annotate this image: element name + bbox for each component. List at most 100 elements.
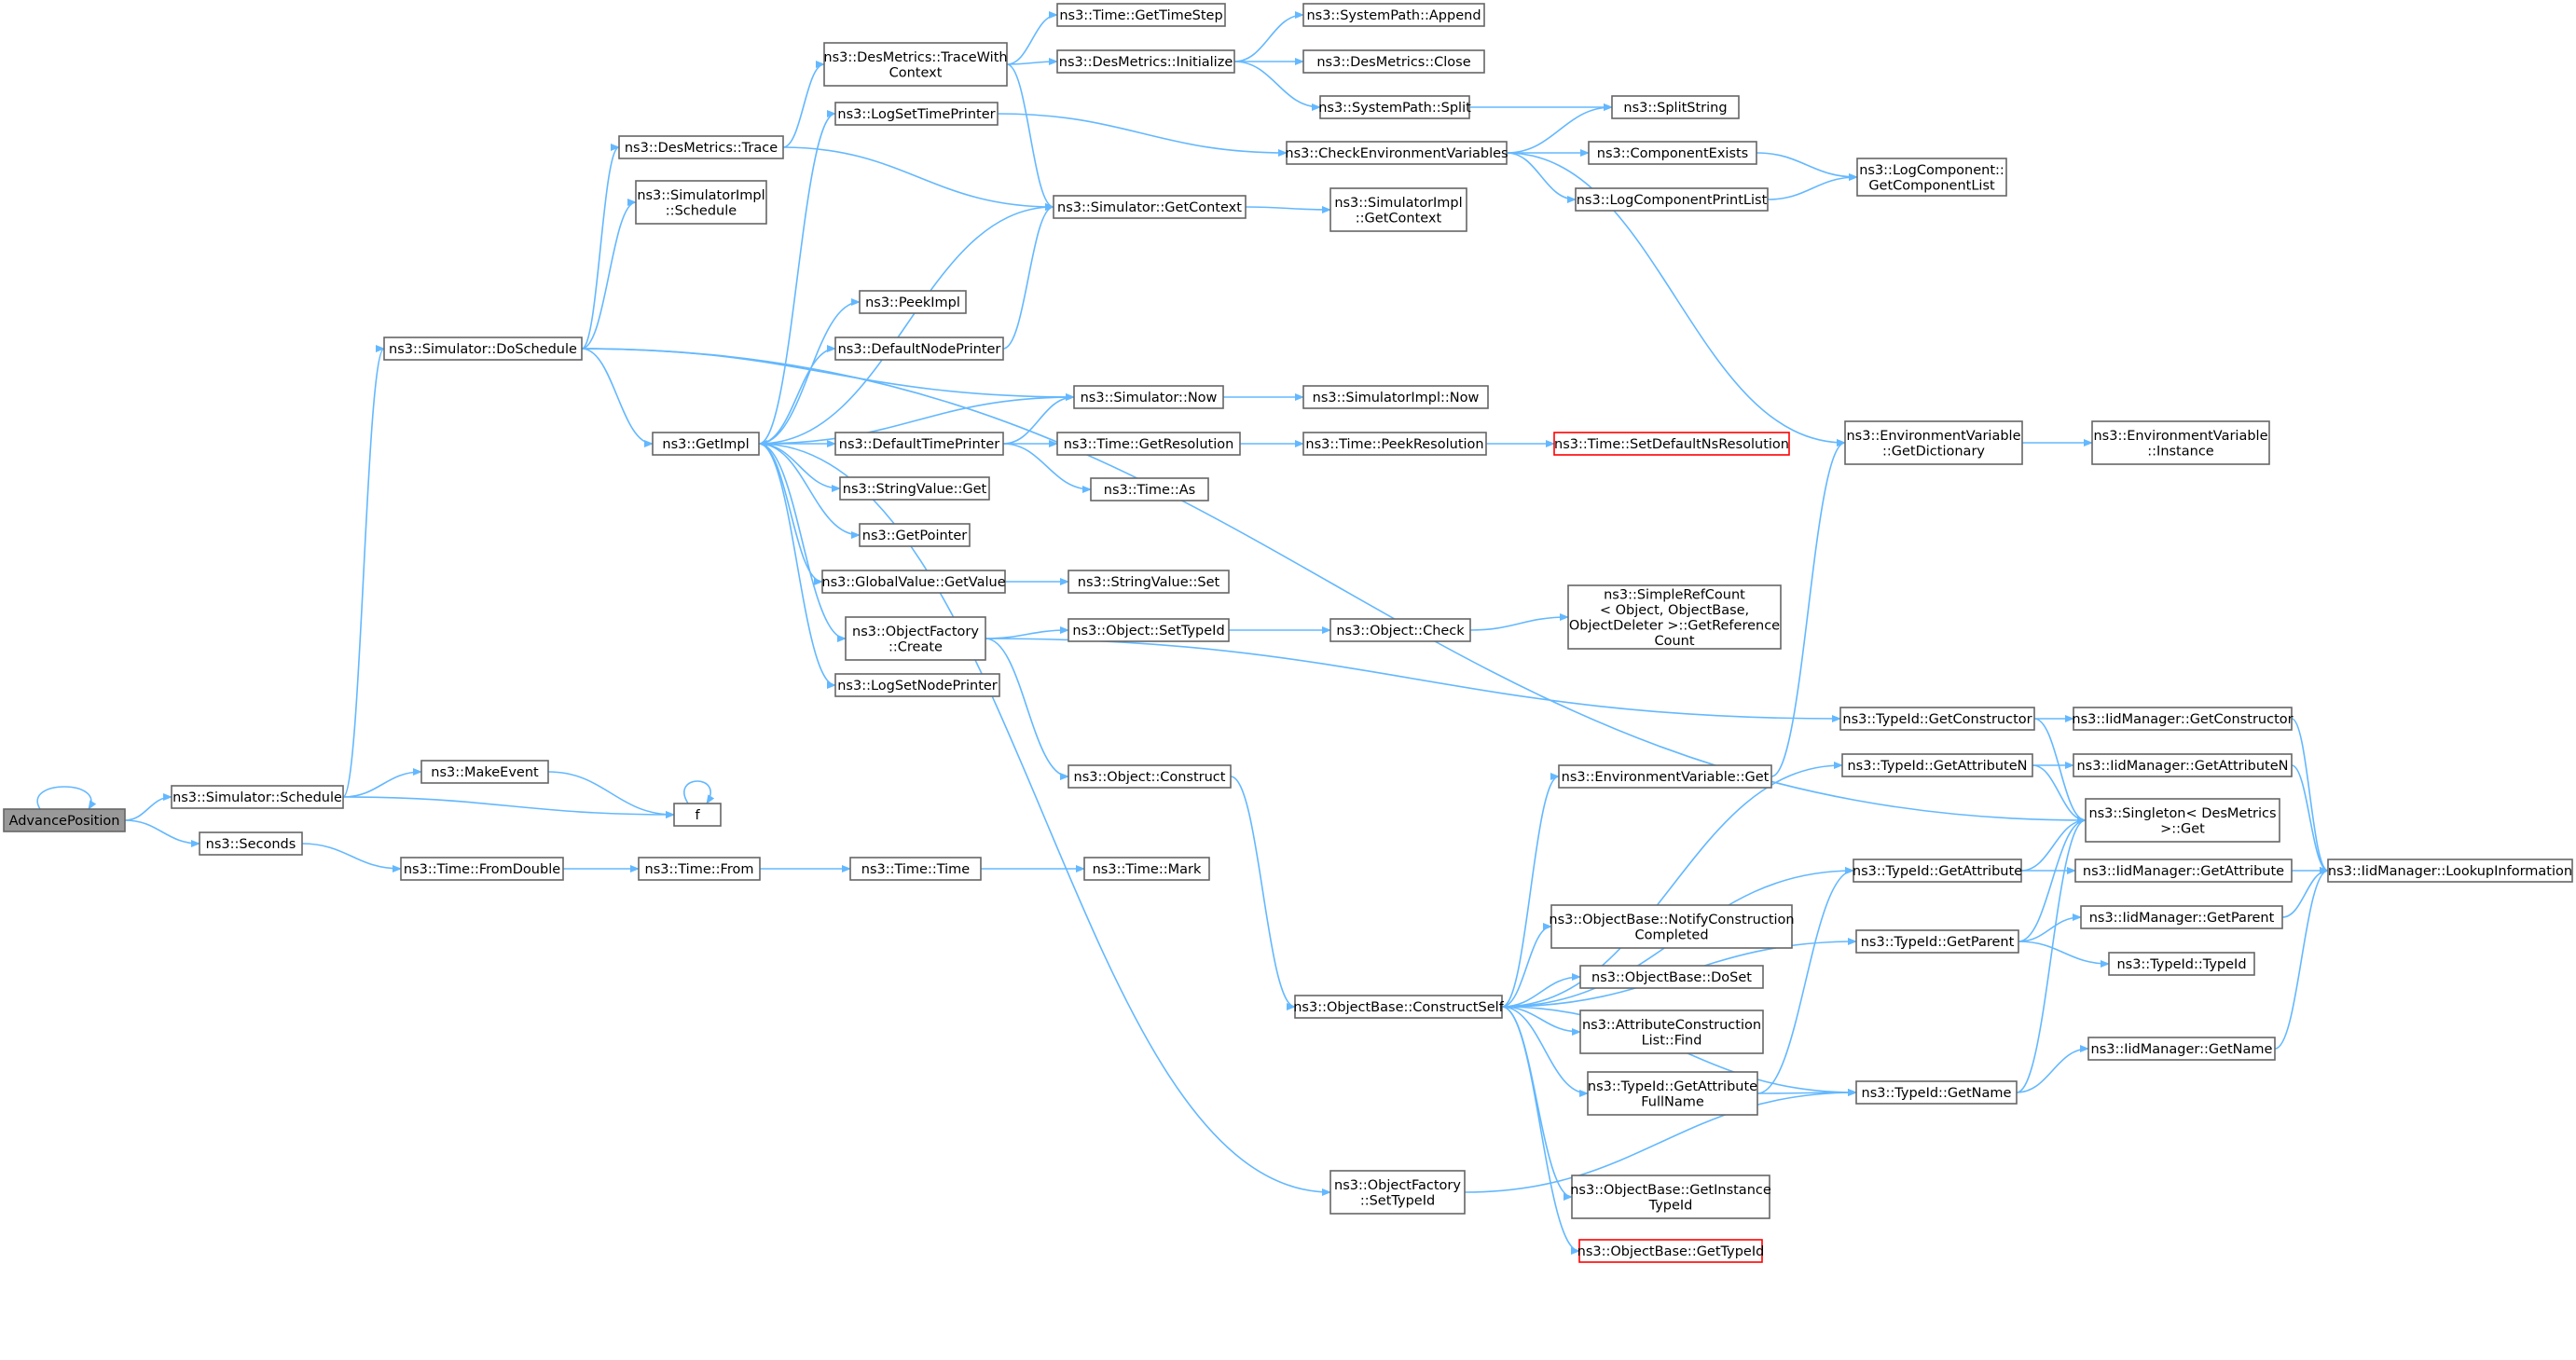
node-do-set[interactable]: ns3::ObjectBase::DoSet: [1579, 965, 1764, 989]
node-split-string[interactable]: ns3::SplitString: [1611, 95, 1740, 119]
node-des-trace[interactable]: ns3::DesMetrics::Trace: [618, 135, 784, 159]
node-schedule[interactable]: ns3::Simulator::Schedule: [171, 785, 344, 809]
node-label: Count: [1654, 634, 1694, 649]
edge-get-impl-to-object-factory-create: [758, 443, 847, 642]
node-label: ns3::ObjectFactory: [852, 625, 979, 639]
node-get-time-step[interactable]: ns3::Time::GetTimeStep: [1056, 3, 1226, 27]
node-simple-ref-count[interactable]: ns3::SimpleRefCount< Object, ObjectBase,…: [1567, 584, 1782, 650]
node-time-time[interactable]: ns3::Time::Time: [849, 857, 982, 881]
node-f[interactable]: f: [673, 803, 722, 827]
node-type-id-type-id[interactable]: ns3::TypeId::TypeId: [2108, 952, 2255, 976]
node-box: [1302, 385, 1489, 409]
node-label: ns3::Simulator::DoSchedule: [389, 342, 577, 357]
node-type-id-get-name[interactable]: ns3::TypeId::GetName: [1855, 1080, 2018, 1105]
node-box: [1090, 477, 1209, 501]
node-box: [823, 42, 1008, 87]
node-object-check[interactable]: ns3::Object::Check: [1329, 618, 1471, 642]
node-object-factory-set-type-id[interactable]: ns3::ObjectFactory::SetTypeId: [1329, 1170, 1466, 1215]
node-construct-self[interactable]: ns3::ObjectBase::ConstructSelf: [1293, 995, 1505, 1019]
edge-get-impl-to-log-set-node-printer: [758, 443, 836, 689]
node-object-factory-create[interactable]: ns3::ObjectFactory::Create: [845, 616, 986, 661]
node-string-value-set[interactable]: ns3::StringValue::Set: [1068, 570, 1230, 594]
node-set-default-ns-resolution[interactable]: ns3::Time::SetDefaultNsResolution: [1553, 432, 1790, 456]
node-log-set-time-printer[interactable]: ns3::LogSetTimePrinter: [834, 102, 999, 126]
node-label: ns3::GetImpl: [662, 437, 749, 452]
node-sim-now[interactable]: ns3::Simulator::Now: [1073, 385, 1224, 409]
node-env-var-instance[interactable]: ns3::EnvironmentVariable::Instance: [2091, 420, 2270, 465]
node-default-time-printer[interactable]: ns3::DefaultTimePrinter: [834, 432, 1004, 456]
node-label: ns3::GlobalValue::GetValue: [821, 575, 1005, 590]
node-label: ns3::ObjectBase::ConstructSelf: [1293, 1000, 1504, 1015]
node-global-value-get-value[interactable]: ns3::GlobalValue::GetValue: [821, 570, 1006, 594]
node-system-path-split[interactable]: ns3::SystemPath::Split: [1318, 95, 1471, 119]
node-time-mark[interactable]: ns3::Time::Mark: [1083, 857, 1210, 881]
node-singleton-get[interactable]: ns3::Singleton< DesMetrics>::Get: [2085, 798, 2280, 843]
node-log-set-node-printer[interactable]: ns3::LogSetNodePrinter: [834, 673, 1000, 697]
node-des-close[interactable]: ns3::DesMetrics::Close: [1302, 49, 1485, 74]
node-do-schedule[interactable]: ns3::Simulator::DoSchedule: [383, 337, 583, 361]
node-peek-impl[interactable]: ns3::PeekImpl: [859, 290, 967, 314]
node-type-id-get-parent[interactable]: ns3::TypeId::GetParent: [1855, 929, 2019, 954]
node-iid-lookup-information[interactable]: ns3::IidManager::LookupInformation: [2327, 859, 2573, 883]
node-iid-get-attribute-n[interactable]: ns3::IidManager::GetAttributeN: [2073, 753, 2293, 777]
node-iid-get-constructor[interactable]: ns3::IidManager::GetConstructor: [2072, 707, 2294, 731]
node-get-pointer[interactable]: ns3::GetPointer: [859, 523, 971, 547]
node-label: ns3::Time::FromDouble: [404, 862, 560, 877]
node-label: ns3::DesMetrics::Trace: [625, 141, 778, 156]
node-label: >::Get: [2160, 821, 2205, 836]
node-notify-construction-completed[interactable]: ns3::ObjectBase::NotifyConstructionCompl…: [1549, 904, 1795, 949]
node-system-path-append[interactable]: ns3::SystemPath::Append: [1302, 3, 1485, 27]
node-box: [1083, 857, 1210, 881]
node-box: [1579, 1010, 1764, 1054]
node-from-double[interactable]: ns3::Time::FromDouble: [400, 857, 564, 881]
node-time-get-resolution[interactable]: ns3::Time::GetResolution: [1056, 432, 1241, 456]
node-box: [1855, 929, 2019, 954]
node-label: List::Find: [1642, 1033, 1702, 1048]
node-des-initialize[interactable]: ns3::DesMetrics::Initialize: [1056, 49, 1235, 74]
edge-construct-self-to-get-attribute-full-name: [1501, 1006, 1589, 1097]
node-time-as[interactable]: ns3::Time::As: [1090, 477, 1209, 501]
node-component-exists[interactable]: ns3::ComponentExists: [1588, 141, 1757, 165]
node-log-component-get-component-list[interactable]: ns3::LogComponent::GetComponentList: [1856, 158, 2007, 197]
node-log-component-print-list[interactable]: ns3::LogComponentPrintList: [1575, 187, 1769, 212]
edge-construct-self-to-notify-construction-completed: [1501, 923, 1552, 1008]
node-type-id-get-attribute-n[interactable]: ns3::TypeId::GetAttributeN: [1841, 753, 2033, 777]
node-iid-get-attribute[interactable]: ns3::IidManager::GetAttribute: [2074, 859, 2293, 883]
node-object-base-get-type-id[interactable]: ns3::ObjectBase::GetTypeId: [1577, 1239, 1765, 1263]
node-sim-impl-schedule[interactable]: ns3::SimulatorImpl::Schedule: [635, 180, 767, 225]
node-type-id-get-attribute[interactable]: ns3::TypeId::GetAttribute: [1853, 859, 2022, 883]
node-label: ns3::ComponentExists: [1597, 146, 1749, 161]
node-advance-position[interactable]: AdvancePosition: [3, 808, 126, 832]
node-env-var-get[interactable]: ns3::EnvironmentVariable::Get: [1558, 764, 1772, 789]
node-type-id-get-constructor[interactable]: ns3::TypeId::GetConstructor: [1839, 707, 2035, 731]
node-default-node-printer[interactable]: ns3::DefaultNodePrinter: [834, 337, 1004, 361]
node-time-from[interactable]: ns3::Time::From: [638, 857, 761, 881]
node-peek-resolution[interactable]: ns3::Time::PeekResolution: [1302, 432, 1487, 456]
node-string-value-get[interactable]: ns3::StringValue::Get: [839, 476, 990, 501]
node-label: ns3::DesMetrics::TraceWith: [823, 50, 1007, 65]
node-check-env-vars[interactable]: ns3::CheckEnvironmentVariables: [1285, 141, 1508, 165]
edge-iid-get-constructor-to-iid-lookup-information: [2291, 718, 2329, 874]
node-make-event[interactable]: ns3::MakeEvent: [420, 760, 549, 784]
node-env-var-get-dictionary[interactable]: ns3::EnvironmentVariable::GetDictionary: [1844, 420, 2023, 465]
node-object-set-type-id[interactable]: ns3::Object::SetTypeId: [1068, 618, 1230, 642]
node-get-impl[interactable]: ns3::GetImpl: [652, 432, 760, 456]
node-sim-impl-now[interactable]: ns3::SimulatorImpl::Now: [1302, 385, 1489, 409]
node-iid-get-parent[interactable]: ns3::IidManager::GetParent: [2080, 905, 2283, 929]
node-label: ns3::SimulatorImpl: [1334, 196, 1462, 211]
node-box: [2087, 1037, 2276, 1061]
node-sim-get-context[interactable]: ns3::Simulator::GetContext: [1053, 195, 1247, 219]
node-label: ns3::SystemPath::Split: [1318, 101, 1471, 116]
node-label: ns3::EnvironmentVariable::Get: [1562, 770, 1770, 785]
node-object-construct[interactable]: ns3::Object::Construct: [1068, 764, 1232, 789]
node-seconds[interactable]: ns3::Seconds: [199, 831, 303, 856]
edge-check-env-vars-to-split-string: [1506, 103, 1613, 154]
node-iid-get-name[interactable]: ns3::IidManager::GetName: [2087, 1037, 2276, 1061]
node-box: [1839, 707, 2035, 731]
node-sim-impl-get-context[interactable]: ns3::SimulatorImpl::GetContext: [1329, 187, 1467, 232]
